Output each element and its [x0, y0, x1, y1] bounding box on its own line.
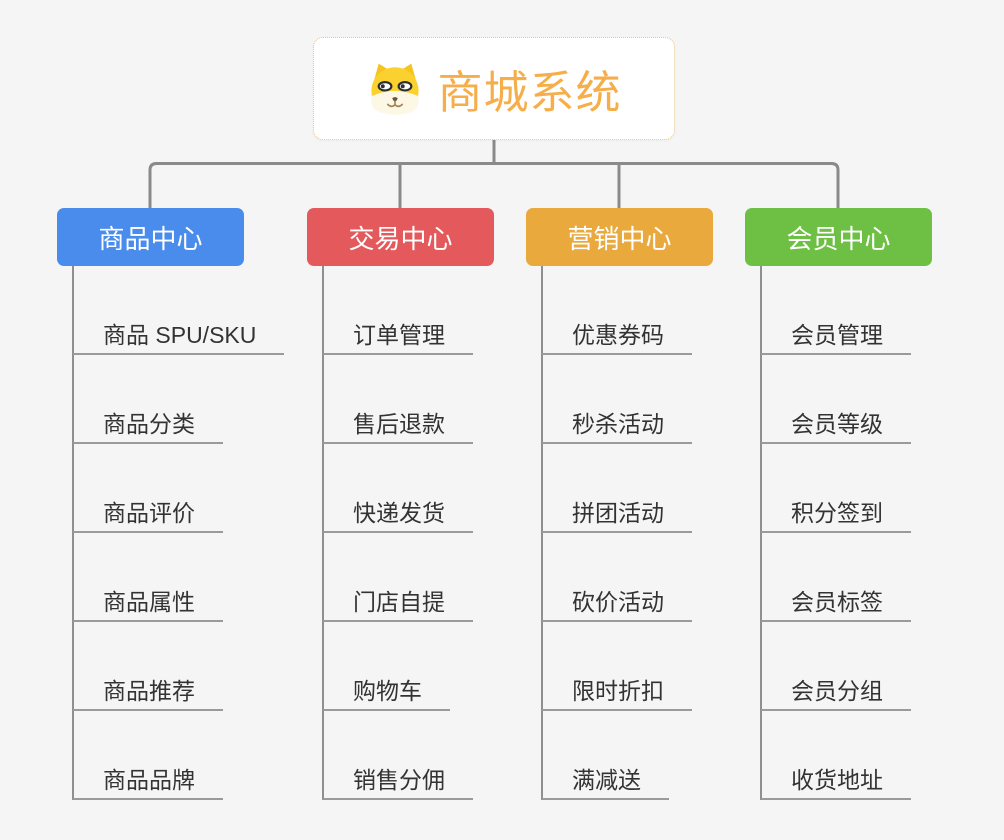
trunk-line-4: [760, 266, 762, 800]
mindmap-item[interactable]: 会员等级: [761, 409, 911, 444]
trunk-line-1: [72, 266, 74, 800]
mindmap-item[interactable]: 限时折扣: [542, 676, 692, 711]
mindmap-item[interactable]: 订单管理: [323, 320, 473, 355]
mindmap-item[interactable]: 满减送: [542, 765, 669, 800]
mindmap-item[interactable]: 会员标签: [761, 587, 911, 622]
mindmap-item[interactable]: 商品分类: [73, 409, 223, 444]
mindmap-item[interactable]: 商品 SPU/SKU: [73, 320, 285, 355]
column-products: 商品 SPU/SKU 商品分类 商品评价 商品属性 商品推荐 商品品牌: [73, 0, 285, 840]
mindmap-item[interactable]: 商品属性: [73, 587, 223, 622]
branch-node-members[interactable]: 会员中心: [745, 208, 932, 266]
mindmap-item[interactable]: 商品推荐: [73, 676, 223, 711]
mindmap-item[interactable]: 快递发货: [323, 498, 473, 533]
branch-label: 营销中心: [567, 223, 672, 254]
branch-node-products[interactable]: 商品中心: [57, 208, 244, 266]
mindmap-item[interactable]: 拼团活动: [542, 498, 692, 533]
mindmap-item[interactable]: 门店自提: [323, 587, 473, 622]
trunk-line-3: [541, 266, 543, 800]
trunk-line-2: [322, 266, 324, 800]
mindmap-item[interactable]: 销售分佣: [323, 765, 473, 800]
mindmap-item[interactable]: 积分签到: [761, 498, 911, 533]
branch-node-trade[interactable]: 交易中心: [307, 208, 494, 266]
mindmap-item[interactable]: 优惠券码: [542, 320, 692, 355]
branch-label: 商品中心: [98, 223, 203, 254]
mindmap-item[interactable]: 商品品牌: [73, 765, 223, 800]
mindmap-item[interactable]: 秒杀活动: [542, 409, 692, 444]
root-title: 商城系统: [437, 67, 622, 118]
mindmap-item[interactable]: 商品评价: [73, 498, 223, 533]
branch-label: 会员中心: [786, 223, 891, 254]
mindmap-item[interactable]: 砍价活动: [542, 587, 692, 622]
mindmap-item[interactable]: 售后退款: [323, 409, 473, 444]
mindmap-item[interactable]: 收货地址: [761, 765, 911, 800]
column-members: 会员管理 会员等级 积分签到 会员标签 会员分组 收货地址: [761, 0, 911, 840]
branch-label: 交易中心: [348, 223, 453, 254]
mindmap-item[interactable]: 会员分组: [761, 676, 911, 711]
column-marketing: 优惠券码 秒杀活动 拼团活动 砍价活动 限时折扣 满减送: [542, 0, 692, 840]
root-node[interactable]: 商城系统: [313, 37, 675, 140]
mindmap-item[interactable]: 购物车: [323, 676, 450, 711]
branch-node-marketing[interactable]: 营销中心: [526, 208, 713, 266]
connector-rail: [148, 162, 840, 208]
dog-face-icon: [371, 63, 420, 114]
column-trade: 订单管理 售后退款 快递发货 门店自提 购物车 销售分佣: [323, 0, 473, 840]
mindmap-item[interactable]: 会员管理: [761, 320, 911, 355]
